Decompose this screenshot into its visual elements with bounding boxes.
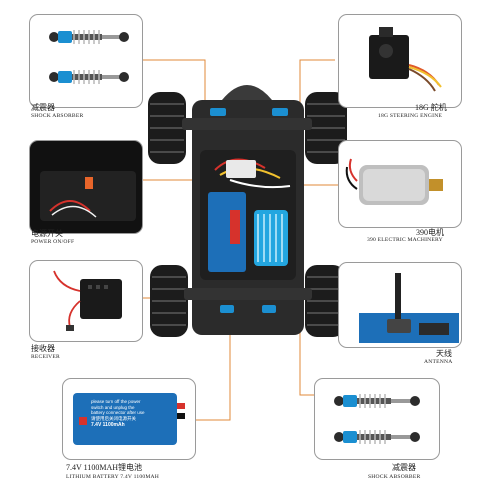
battery-label-line2: switch and unplug the: [91, 404, 135, 410]
battery-label: please turn off the power switch and unp…: [91, 399, 175, 428]
servo-caption-en: 18G STEERING ENGINE: [378, 113, 443, 119]
receiver-icon: [53, 270, 122, 331]
receiver-caption-en: RECEIVER: [31, 354, 60, 360]
battery-icon: [73, 393, 185, 445]
battery-label-line4: 请使用后关闭电源开关: [91, 415, 136, 421]
power-caption-cn: 电源开关: [31, 229, 63, 238]
motor-caption-cn: 390电机: [416, 228, 444, 237]
power-caption-en: POWER ON/OFF: [31, 239, 75, 245]
servo-panel: [338, 14, 462, 108]
shock-absorber-icon: [49, 30, 129, 84]
servo-caption-cn: 18G 舵机: [415, 103, 447, 112]
battery-label-line1: please turn off the power: [91, 399, 141, 404]
shock-bottom-caption-en: SHOCK ABSORBER: [368, 474, 421, 480]
shock-absorber-bottom-panel: [314, 378, 440, 460]
motor-panel: [338, 140, 462, 228]
receiver-caption-cn: 接收器: [31, 344, 55, 353]
shock-absorber-icon-bottom: [334, 394, 420, 444]
shock-top-caption-cn: 减震器: [31, 103, 55, 112]
battery-panel: please turn off the power switch and unp…: [62, 378, 196, 460]
shock-bottom-caption-cn: 减震器: [392, 463, 416, 472]
antenna-caption-en: ANTENNA: [424, 359, 453, 365]
battery-caption-en: LITHIUM BATTERY 7.4V 1100MAH: [66, 474, 160, 480]
motor-icon: [345, 158, 443, 205]
servo-icon: [369, 27, 442, 92]
antenna-icon: [359, 273, 459, 343]
antenna-caption-cn: 天线: [436, 349, 452, 358]
shock-top-caption-en: SHOCK ABSORBER: [31, 113, 84, 119]
power-switch-icon: [40, 171, 136, 221]
antenna-panel: [338, 262, 462, 348]
battery-label-line5: 7.4V 1100mAh: [91, 421, 125, 428]
motor-caption-en: 390 ELECTRIC MACHINERY: [367, 237, 443, 243]
power-switch-panel: [29, 140, 143, 234]
receiver-panel: [29, 260, 143, 342]
shock-absorber-top-panel: [29, 14, 143, 108]
battery-caption-cn: 7.4V 1100MAH锂电池: [66, 463, 143, 472]
battery-label-line3: battery connector after use: [91, 410, 145, 416]
